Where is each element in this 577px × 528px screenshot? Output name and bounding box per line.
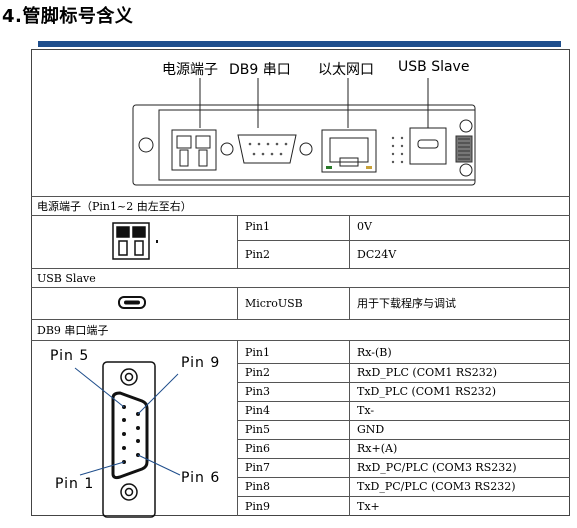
usb-port-desc: 用于下载程序与调试	[357, 297, 456, 310]
db9-pin5-name: Pin5	[245, 423, 271, 436]
db9-label-pin5: Pin 5	[50, 348, 90, 364]
divider	[31, 215, 570, 216]
db9-pin4-name: Pin4	[245, 404, 271, 417]
power-terminal-icon	[112, 222, 158, 260]
divider	[237, 382, 570, 383]
db9-pin9-desc: Tx+	[357, 500, 380, 513]
divider	[31, 196, 570, 197]
db9-pin9-name: Pin9	[245, 500, 271, 513]
divider	[237, 363, 570, 364]
divider	[237, 477, 570, 478]
column-divider	[237, 215, 238, 268]
db9-pin5-desc: GND	[357, 423, 385, 436]
label-power-terminal: 电源端子	[162, 62, 218, 78]
power-pin2-name: Pin2	[245, 248, 271, 261]
heading-accent-bar	[38, 41, 561, 47]
db9-pin3-name: Pin3	[245, 385, 271, 398]
column-divider	[349, 340, 350, 516]
divider	[237, 496, 570, 497]
divider	[237, 240, 570, 241]
db9-label-pin6: Pin 6	[181, 470, 221, 486]
section-heading: 4.管脚标号含义	[2, 6, 134, 27]
db9-pin8-desc: TxD_PC/PLC (COM3 RS232)	[357, 480, 516, 493]
divider	[237, 401, 570, 402]
db9-pin2-desc: RxD_PLC (COM1 RS232)	[357, 366, 498, 379]
power-pin1-desc: 0V	[357, 220, 372, 233]
section-header-power: 电源端子（Pin1~2 由左至右）	[37, 200, 192, 213]
micro-usb-icon	[118, 296, 146, 309]
divider	[237, 458, 570, 459]
db9-label-pin1: Pin 1	[55, 476, 95, 492]
db9-pin7-name: Pin7	[245, 461, 271, 474]
power-pin1-name: Pin1	[245, 220, 271, 233]
device-front-panel-illustration	[132, 78, 476, 186]
db9-label-pin9: Pin 9	[181, 355, 221, 371]
divider	[237, 439, 570, 440]
divider	[31, 319, 570, 320]
usb-port-name: MicroUSB	[245, 297, 303, 310]
label-db9-port: DB9 串口	[229, 62, 291, 78]
power-pin2-desc: DC24V	[357, 248, 397, 261]
section-header-db9: DB9 串口端子	[37, 324, 109, 337]
divider	[31, 268, 570, 269]
db9-pin2-name: Pin2	[245, 366, 271, 379]
label-ethernet-port: 以太网口	[318, 62, 374, 78]
column-divider	[349, 287, 350, 319]
divider	[237, 420, 570, 421]
divider	[31, 340, 570, 341]
db9-pin8-name: Pin8	[245, 480, 271, 493]
column-divider	[349, 215, 350, 268]
label-usb-slave: USB Slave	[398, 59, 470, 75]
db9-pin1-name: Pin1	[245, 346, 271, 359]
db9-pin1-desc: Rx-(B)	[357, 346, 392, 359]
db9-pin3-desc: TxD_PLC (COM1 RS232)	[357, 385, 497, 398]
db9-pin6-name: Pin6	[245, 442, 271, 455]
db9-pin7-desc: RxD_PC/PLC (COM3 RS232)	[357, 461, 517, 474]
divider	[31, 287, 570, 288]
db9-pin6-desc: Rx+(A)	[357, 442, 398, 455]
db9-connector-diagram	[74, 361, 181, 518]
pin-table-frame	[31, 49, 570, 516]
column-divider	[237, 340, 238, 516]
db9-pin4-desc: Tx-	[357, 404, 375, 417]
column-divider	[237, 287, 238, 319]
section-header-usb: USB Slave	[37, 272, 96, 285]
